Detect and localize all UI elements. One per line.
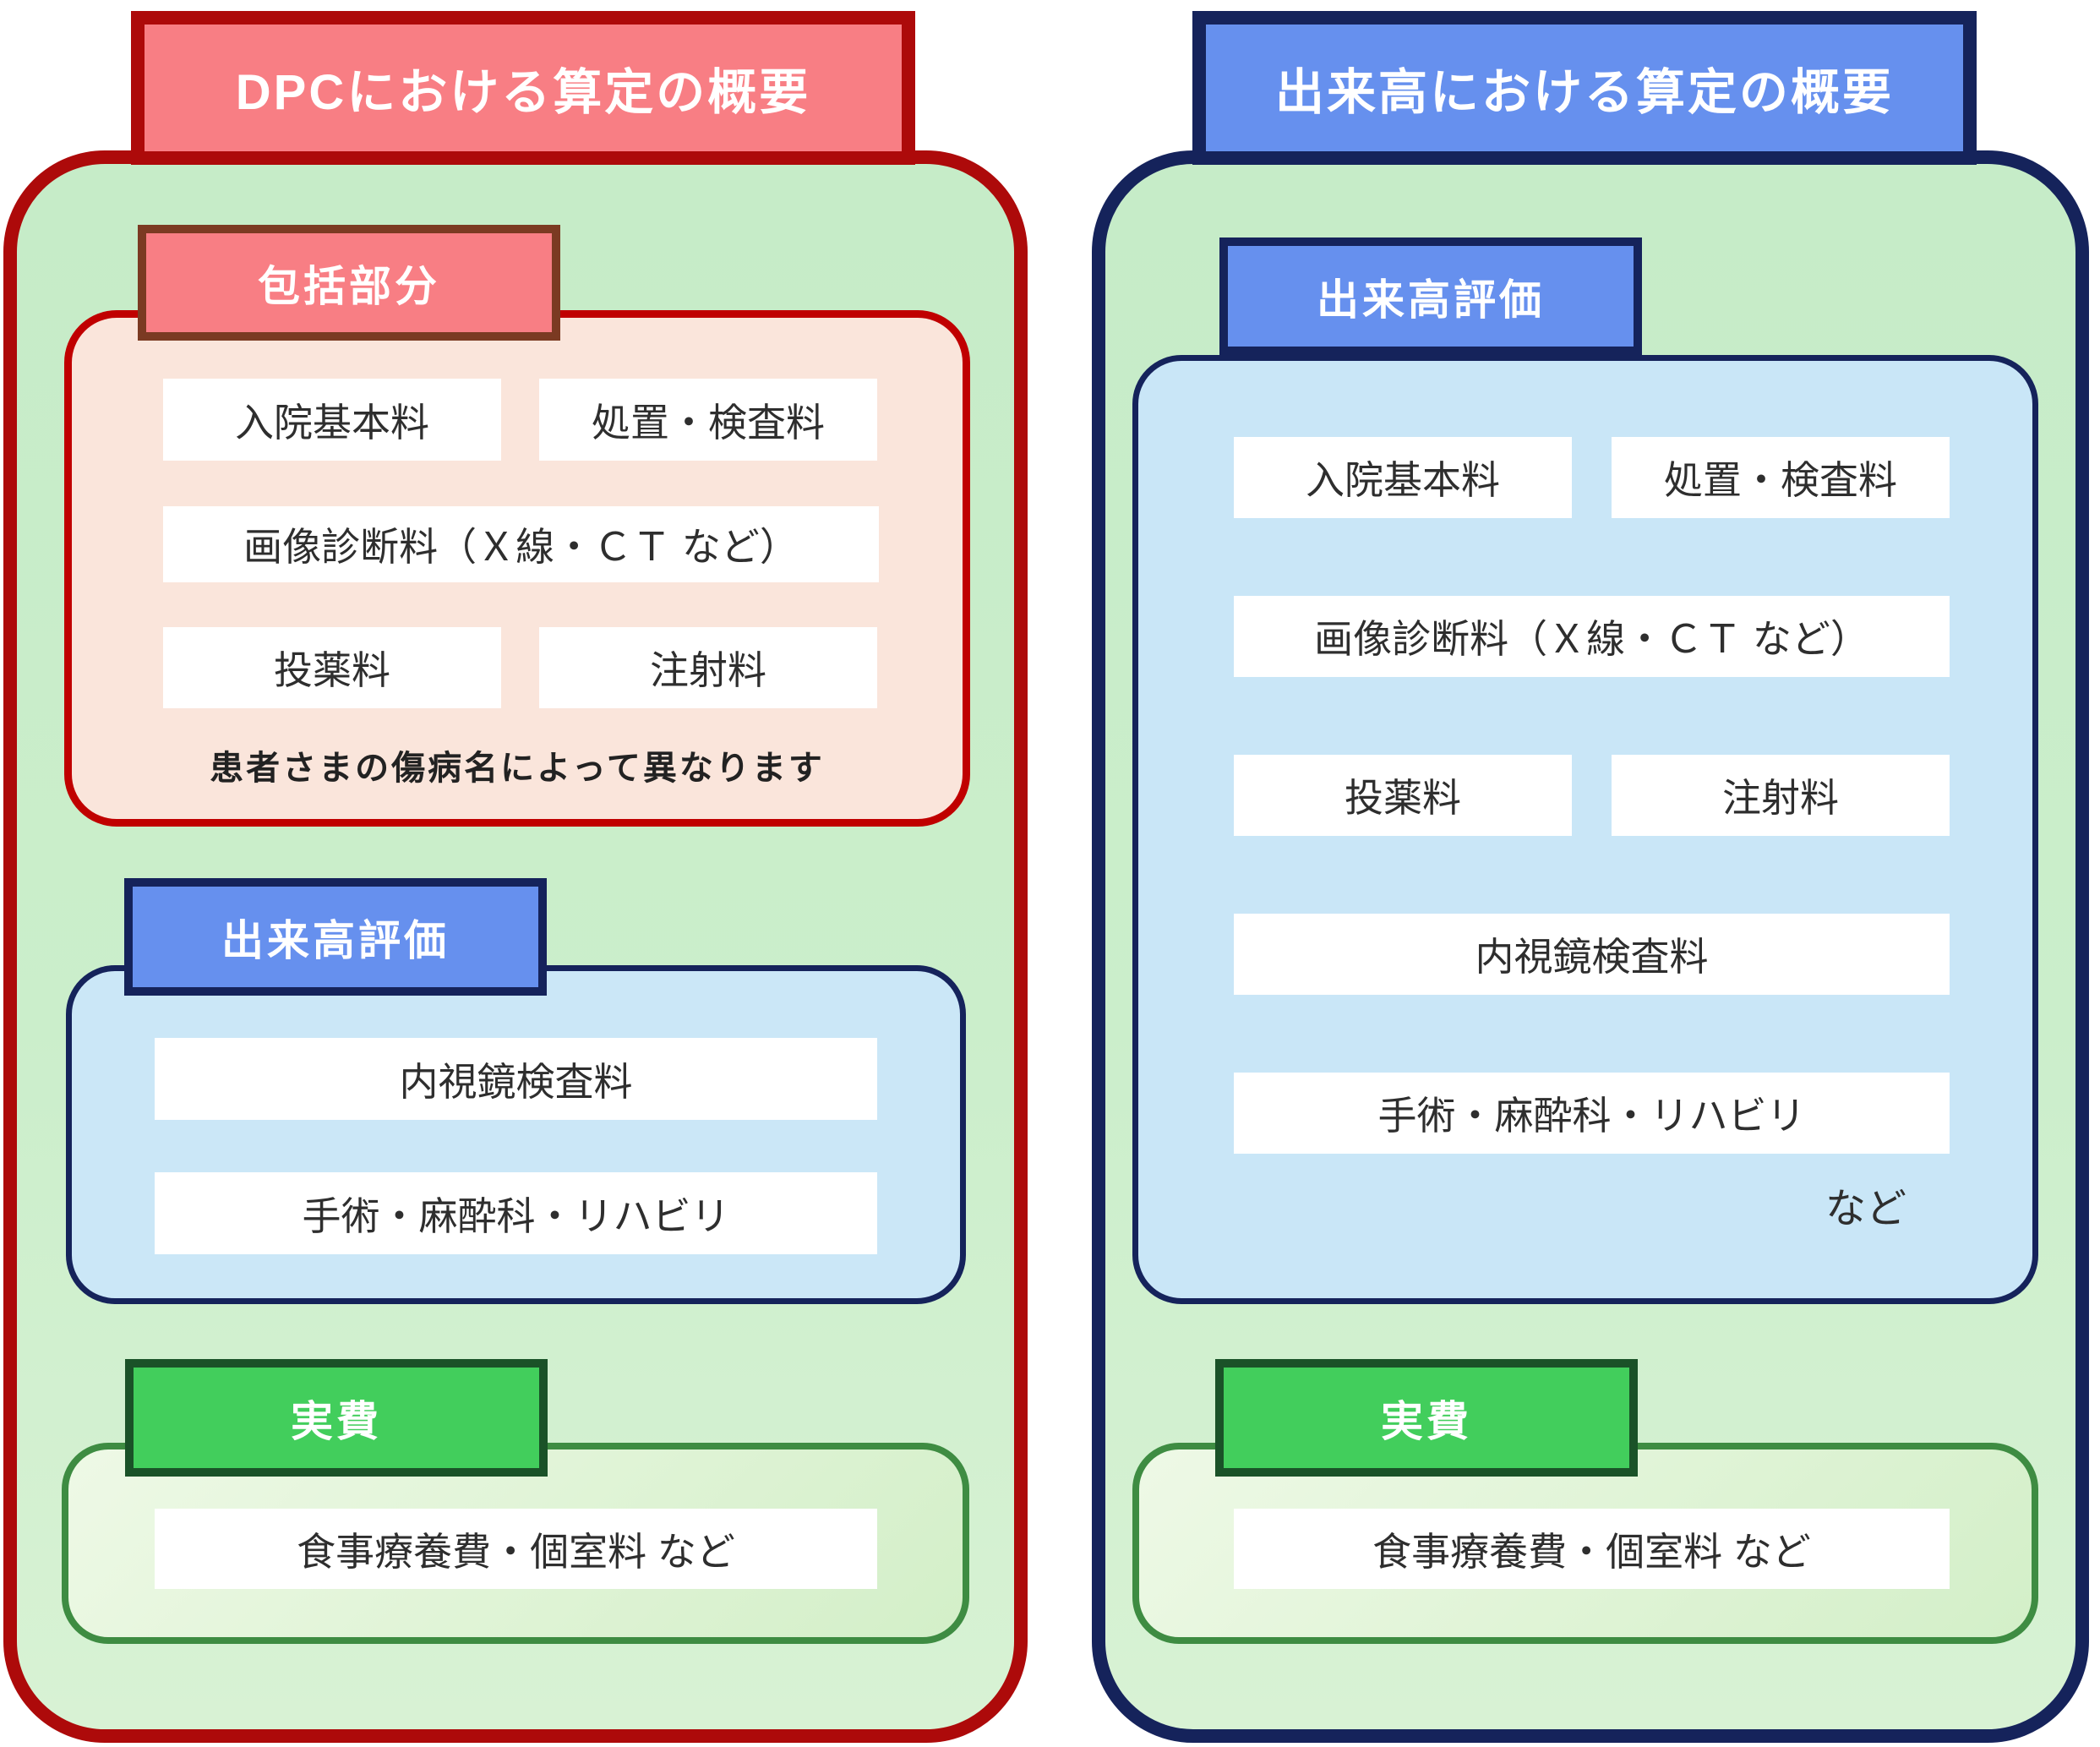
- hokatsu-item-basic-hospital-fee: 入院基本料: [163, 379, 501, 461]
- dpc-dekidaka-item-surgery-anesthesia-rehab: 手術・麻酔科・リハビリ: [155, 1172, 877, 1254]
- dpc-panel-title-text: DPCにおける算定の概要: [235, 65, 811, 120]
- ffs-jippi-section-label-text: 実費: [1381, 1397, 1472, 1445]
- ffs-etc-text: など: [1825, 1187, 1906, 1231]
- hokatsu-item-imaging-fee: 画像診断料（Ｘ線・ＣＴ など）: [163, 506, 879, 582]
- dpc-panel-title: DPCにおける算定の概要: [131, 11, 915, 165]
- hokatsu-section-note: 患者さまの傷病名によって異なります: [210, 750, 825, 787]
- dpc-jippi-section-label-text: 実費: [291, 1397, 382, 1445]
- ffs-item-medication-fee: 投薬料: [1234, 755, 1572, 836]
- ffs-item-endoscopy-fee: 内視鏡検査料: [1234, 914, 1950, 995]
- hokatsu-section-label: 包括部分: [138, 225, 560, 341]
- ffs-dekidaka-section-label-text: 出来高評価: [1317, 276, 1545, 324]
- dpc-jippi-item-meal-private-room: 食事療養費・個室料 など: [155, 1509, 877, 1589]
- dekidaka-panel-title: 出来高における算定の概要: [1192, 11, 1977, 165]
- ffs-item-surgery-anesthesia-rehab: 手術・麻酔科・リハビリ: [1234, 1073, 1950, 1154]
- hokatsu-item-treatment-exam-fee: 処置・検査料: [539, 379, 877, 461]
- hokatsu-item-medication-fee: 投薬料: [163, 627, 501, 708]
- ffs-item-treatment-exam-fee: 処置・検査料: [1612, 437, 1950, 518]
- dpc-jippi-section-label: 実費: [125, 1359, 548, 1477]
- hokatsu-section-label-text: 包括部分: [258, 262, 440, 310]
- dpc-dekidaka-item-endoscopy-fee: 内視鏡検査料: [155, 1038, 877, 1120]
- ffs-item-injection-fee: 注射料: [1612, 755, 1950, 836]
- ffs-jippi-item-meal-private-room: 食事療養費・個室料 など: [1234, 1509, 1950, 1589]
- ffs-dekidaka-section-label: 出来高評価: [1219, 237, 1642, 355]
- dekidaka-panel-title-text: 出来高における算定の概要: [1274, 65, 1894, 120]
- ffs-item-imaging-fee: 画像診断料（Ｘ線・ＣＴ など）: [1234, 596, 1950, 677]
- dpc-dekidaka-section-label: 出来高評価: [124, 878, 547, 996]
- dpc-dekidaka-section-label-text: 出来高評価: [221, 916, 450, 964]
- ffs-item-basic-hospital-fee: 入院基本料: [1234, 437, 1572, 518]
- ffs-jippi-section-label: 実費: [1215, 1359, 1638, 1477]
- hokatsu-item-injection-fee: 注射料: [539, 627, 877, 708]
